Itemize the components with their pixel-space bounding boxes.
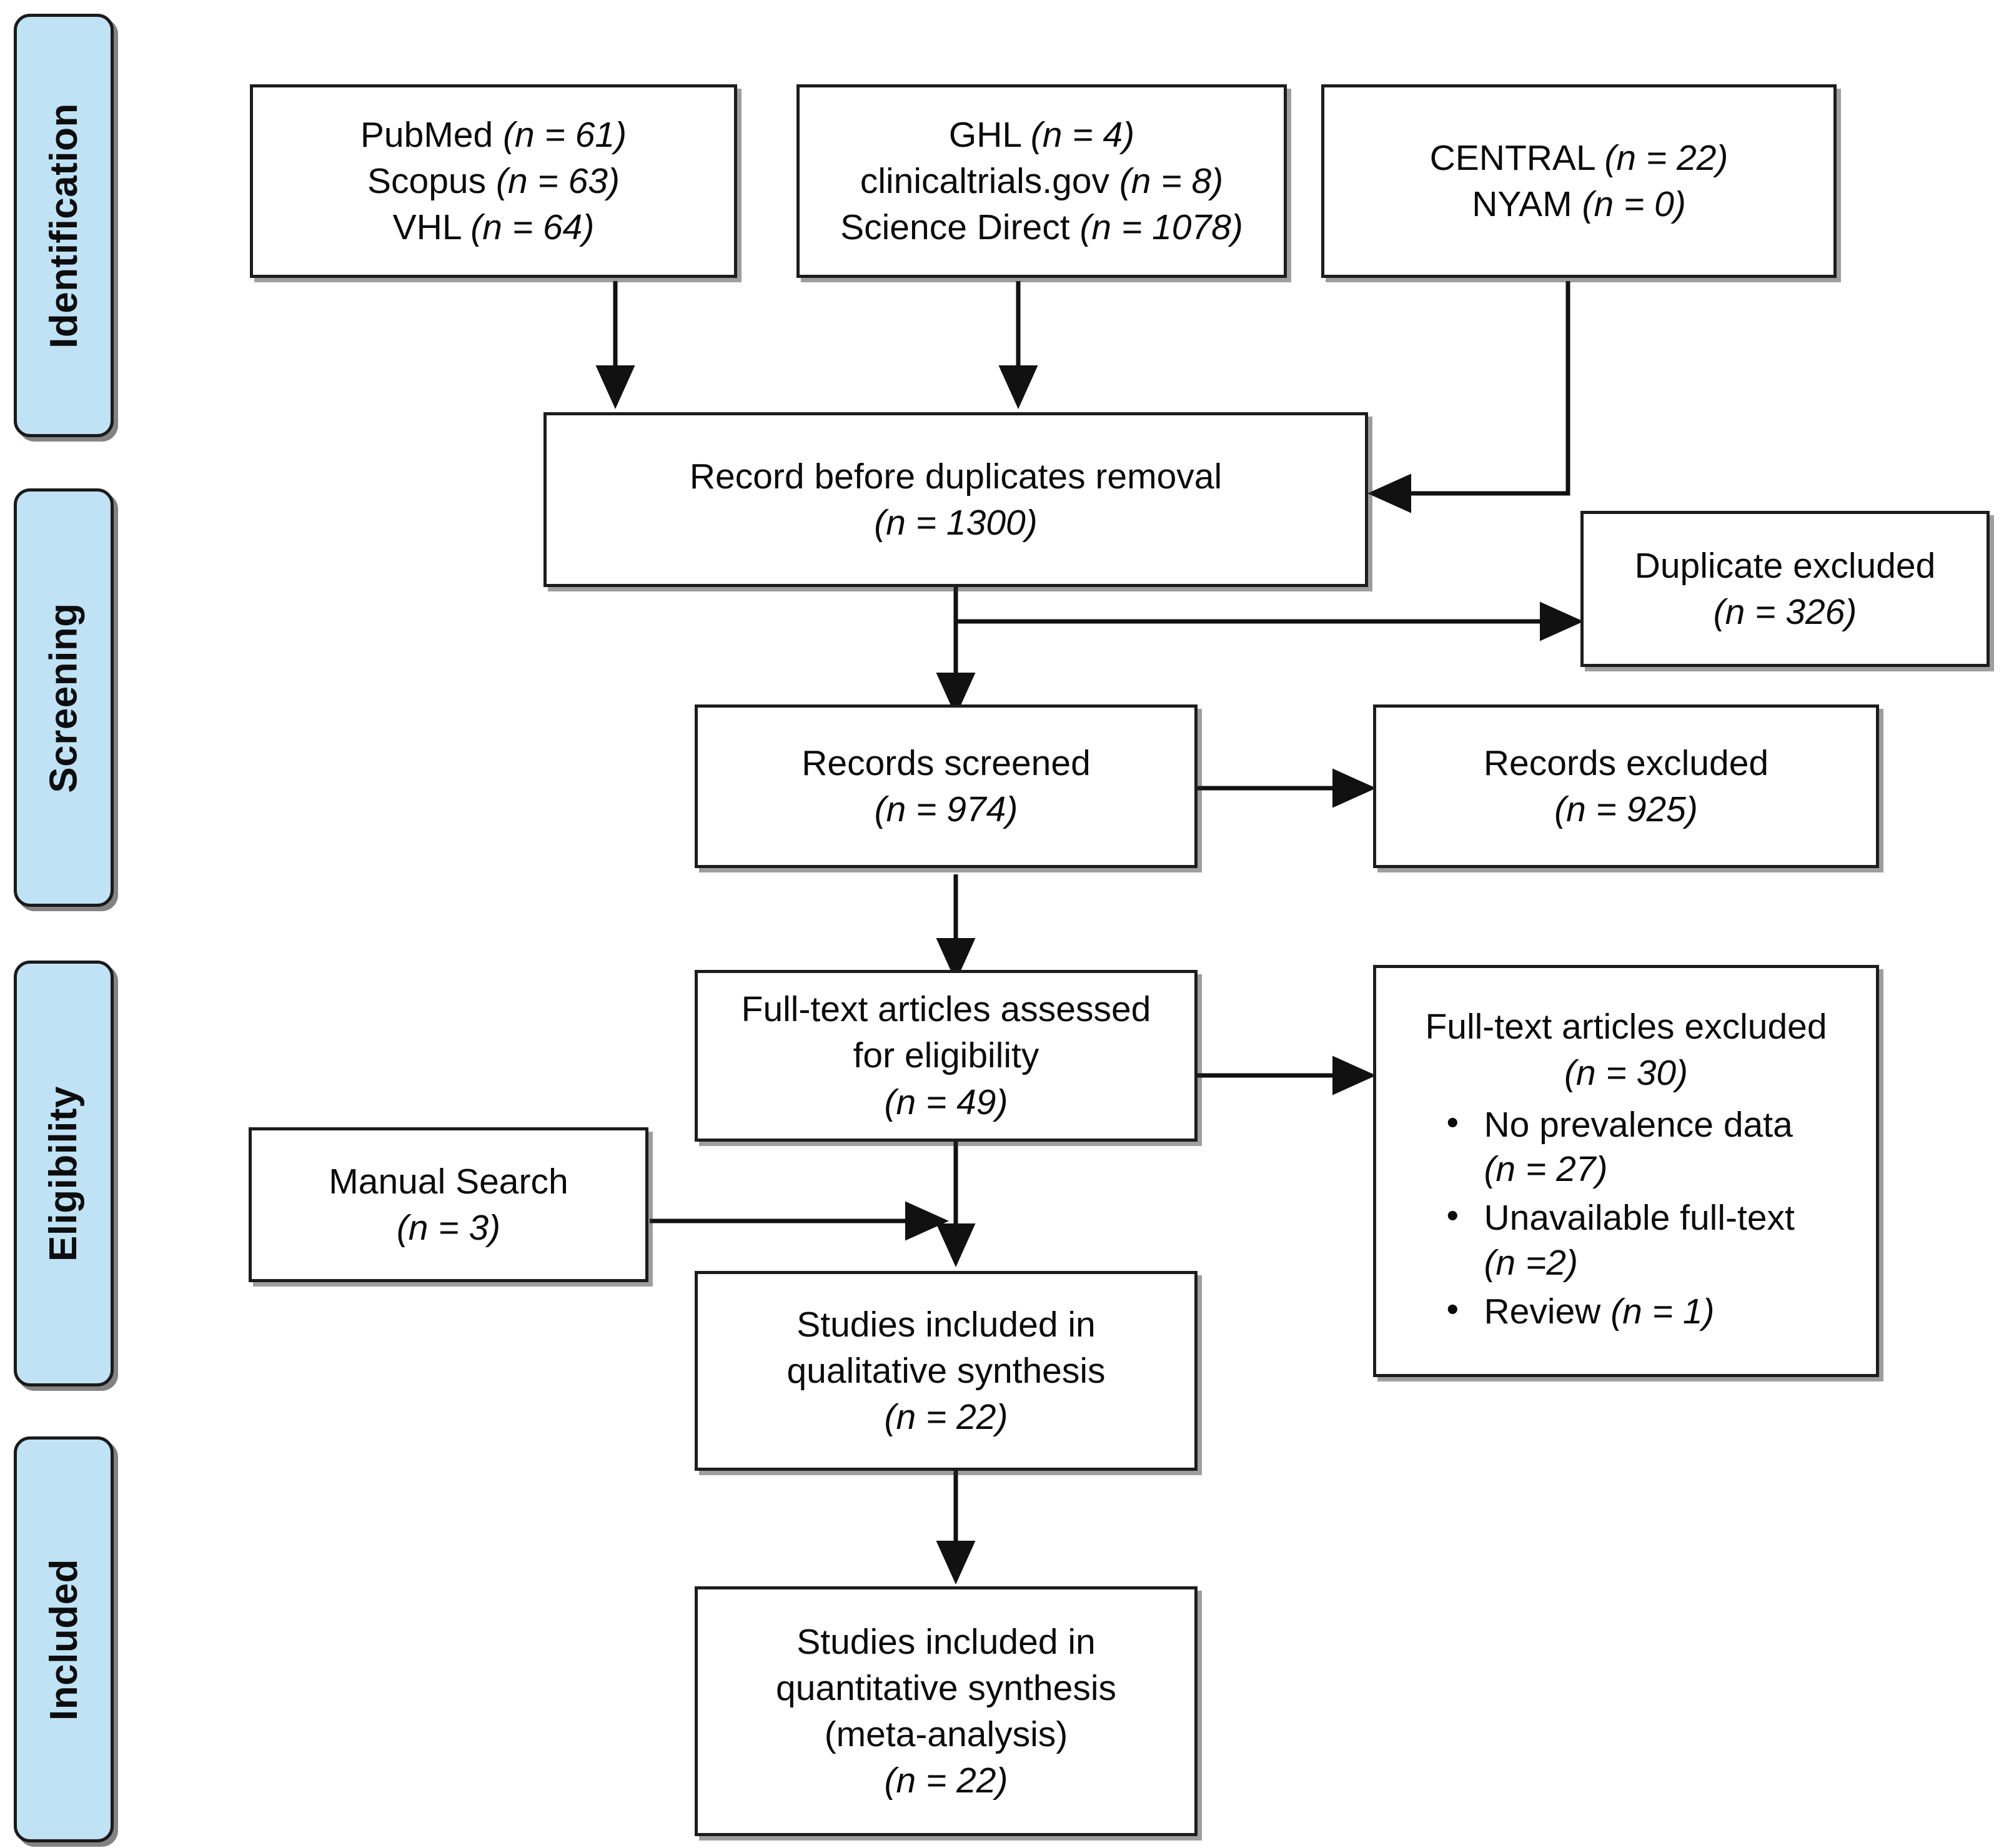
node-studies-quantitative-synthesis: Studies included in quantitative synthes… — [695, 1586, 1198, 1836]
exclusion-reason-unavailable-fulltext: Unavailable full-text (n =2) — [1430, 1193, 1827, 1286]
node-stat: (n = 22) — [884, 1397, 1008, 1438]
node-duplicate-excluded-text: Duplicate excluded (n = 326) — [1629, 543, 1942, 635]
source-label: NYAM — [1472, 184, 1572, 224]
node-sources-database-group-1: PubMed (n = 61) Scopus (n = 63) VHL (n =… — [250, 84, 737, 278]
node-title-line1: Studies included in — [796, 1304, 1096, 1345]
node-title: Duplicate excluded — [1634, 545, 1936, 586]
reason-text: No prevalence data — [1484, 1104, 1793, 1145]
source-label: Science Direct — [840, 207, 1070, 248]
exclusion-reason-no-prevalence-data: No prevalence data (n = 27) — [1430, 1100, 1827, 1193]
node-title-line2: quantitative synthesis — [776, 1668, 1116, 1708]
source-stat: (n = 1078) — [1079, 207, 1243, 248]
source-label: clinicaltrials.gov — [860, 161, 1109, 201]
node-title-line1: Studies included in — [796, 1621, 1096, 1662]
node-records-excluded-text: Records excluded (n = 925) — [1477, 740, 1775, 833]
source-label: PubMed — [360, 114, 494, 155]
stage-label-eligibility: Eligibility — [14, 961, 114, 1386]
source-label: CENTRAL — [1429, 137, 1595, 178]
node-sources-2-text: GHL (n = 4) clinicaltrials.gov (n = 8) S… — [834, 112, 1249, 250]
stage-label-included: Included — [14, 1436, 114, 1842]
reason-text: Review — [1484, 1291, 1601, 1332]
source-line-ghl: GHL (n = 4) — [840, 112, 1243, 158]
node-manual-search: Manual Search (n = 3) — [249, 1127, 648, 1282]
node-records-screened-text: Records screened (n = 974) — [795, 740, 1097, 833]
node-fulltext-assessed-text: Full-text articles assessed for eligibil… — [735, 986, 1158, 1125]
node-title-line3: (meta-analysis) — [824, 1714, 1068, 1754]
exclusion-reason-list: No prevalence data (n = 27) Unavailable … — [1425, 1100, 1827, 1335]
node-fulltext-excluded-text: Full-text articles excluded (n = 30) No … — [1419, 1004, 1833, 1338]
reason-stat: (n = 1) — [1610, 1291, 1715, 1332]
node-manual-search-text: Manual Search (n = 3) — [322, 1159, 574, 1251]
source-stat: (n = 22) — [1604, 137, 1729, 178]
reason-stat: (n = 27) — [1484, 1149, 1608, 1190]
source-line-central: CENTRAL (n = 22) — [1430, 135, 1729, 181]
node-sources-3-text: CENTRAL (n = 22) NYAM (n = 0) — [1424, 135, 1735, 227]
node-fulltext-articles-excluded: Full-text articles excluded (n = 30) No … — [1373, 965, 1879, 1377]
node-fulltext-articles-assessed: Full-text articles assessed for eligibil… — [695, 970, 1198, 1142]
stage-label-eligibility-text: Eligibility — [42, 1085, 86, 1262]
source-line-sciencedirect: Science Direct (n = 1078) — [840, 204, 1243, 250]
node-qualitative-text: Studies included in qualitative synthesi… — [780, 1302, 1111, 1440]
source-line-pubmed: PubMed (n = 61) — [360, 112, 627, 158]
node-records-screened: Records screened (n = 974) — [695, 704, 1198, 868]
stage-label-identification-text: Identification — [42, 102, 86, 348]
source-line-vhl: VHL (n = 64) — [360, 204, 627, 250]
node-sources-1-text: PubMed (n = 61) Scopus (n = 63) VHL (n =… — [354, 112, 633, 250]
node-title-line2: qualitative synthesis — [786, 1350, 1106, 1391]
source-stat: (n = 63) — [495, 161, 620, 201]
node-stat: (n = 925) — [1554, 789, 1698, 829]
node-studies-qualitative-synthesis: Studies included in qualitative synthesi… — [695, 1271, 1198, 1471]
node-stat: (n = 49) — [884, 1082, 1008, 1122]
node-title: Record before duplicates removal — [689, 456, 1223, 497]
source-label: Scopus — [367, 161, 487, 201]
stage-label-screening-text: Screening — [42, 602, 86, 793]
node-stat: (n = 1300) — [874, 503, 1038, 543]
stage-label-identification: Identification — [14, 14, 114, 437]
source-stat: (n = 0) — [1582, 184, 1686, 224]
node-records-before-duplicates-removal: Record before duplicates removal (n = 13… — [543, 412, 1368, 587]
exclusion-reason-review: Review (n = 1) — [1430, 1287, 1827, 1335]
node-sources-database-group-3: CENTRAL (n = 22) NYAM (n = 0) — [1321, 84, 1837, 278]
node-stat: (n = 974) — [874, 789, 1018, 829]
node-title: Manual Search — [329, 1161, 568, 1202]
node-stat: (n = 3) — [396, 1208, 501, 1248]
source-line-scopus: Scopus (n = 63) — [360, 158, 627, 204]
node-records-before-text: Record before duplicates removal (n = 13… — [683, 453, 1228, 546]
reason-stat: (n =2) — [1484, 1243, 1578, 1283]
source-stat: (n = 4) — [1030, 114, 1135, 155]
node-stat: (n = 30) — [1564, 1053, 1689, 1094]
source-line-nyam: NYAM (n = 0) — [1430, 181, 1729, 227]
stage-label-screening: Screening — [14, 488, 114, 907]
node-stat: (n = 22) — [884, 1761, 1008, 1801]
source-label: VHL — [392, 207, 461, 248]
stage-label-included-text: Included — [42, 1558, 86, 1721]
connector-source3-to-records — [1367, 281, 1570, 513]
node-title: Records excluded — [1483, 743, 1769, 783]
source-stat: (n = 8) — [1119, 161, 1224, 201]
node-sources-database-group-2: GHL (n = 4) clinicaltrials.gov (n = 8) S… — [796, 84, 1287, 278]
source-stat: (n = 64) — [470, 207, 595, 248]
node-title: Full-text articles excluded — [1425, 1007, 1827, 1047]
source-label: GHL — [948, 114, 1021, 155]
node-quantitative-text: Studies included in quantitative synthes… — [770, 1619, 1123, 1804]
node-stat: (n = 326) — [1713, 592, 1857, 632]
node-title-line1: Full-text articles assessed — [741, 989, 1151, 1030]
node-title: Records screened — [801, 743, 1091, 783]
source-stat: (n = 61) — [503, 114, 627, 155]
node-records-excluded: Records excluded (n = 925) — [1373, 704, 1879, 868]
node-title-line2: for eligibility — [853, 1035, 1039, 1076]
reason-text: Unavailable full-text — [1484, 1198, 1795, 1238]
node-duplicate-excluded: Duplicate excluded (n = 326) — [1580, 511, 1990, 667]
source-line-clinicaltrials: clinicaltrials.gov (n = 8) — [840, 158, 1243, 204]
